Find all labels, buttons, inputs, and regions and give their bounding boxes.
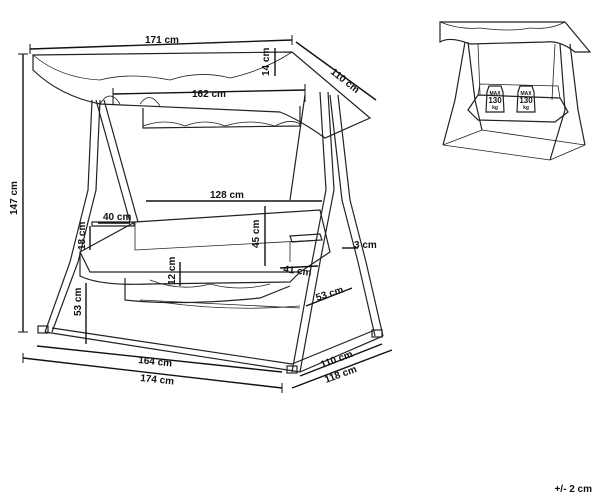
seat-depth-label: 41 cm [283, 264, 313, 279]
backrest-height-label: 45 cm [251, 220, 262, 248]
total-height-label: 147 cm [9, 181, 20, 215]
dimension-lines [18, 35, 393, 393]
base-width-outer-label: 174 cm [140, 373, 175, 387]
inner-width-label: 162 cm [192, 89, 226, 100]
canopy-height-label: 14 cm [261, 48, 272, 76]
seat-width-label: 128 cm [210, 190, 244, 201]
base-depth-inner-label: 53 cm [315, 285, 345, 304]
base-width-inner-label: 164 cm [138, 355, 173, 369]
svg-text:MAX: MAX [489, 91, 501, 97]
frame-offset-label: 3 cm [354, 240, 377, 251]
seat-height-label: 53 cm [73, 288, 84, 316]
armrest-length-label: 40 cm [103, 212, 131, 223]
svg-text:130: 130 [488, 96, 502, 105]
swing-frame [32, 51, 384, 374]
armrest-height-label: 18 cm [77, 222, 88, 250]
thumbnail-swing [439, 21, 592, 161]
svg-text:130: 130 [519, 96, 533, 105]
max-load-badge-right: MAX 130 kg [516, 85, 536, 113]
canopy-width-label: 171 cm [145, 35, 179, 46]
svg-text:kg: kg [523, 105, 529, 111]
max-load-badge-left: MAX 130 kg [485, 85, 505, 113]
canopy-depth-label: 110 cm [328, 67, 361, 96]
tolerance-note: +/- 2 cm [554, 484, 592, 495]
cushion-thickness-label: 12 cm [167, 257, 178, 285]
svg-text:MAX: MAX [520, 91, 532, 97]
svg-text:kg: kg [492, 105, 498, 111]
